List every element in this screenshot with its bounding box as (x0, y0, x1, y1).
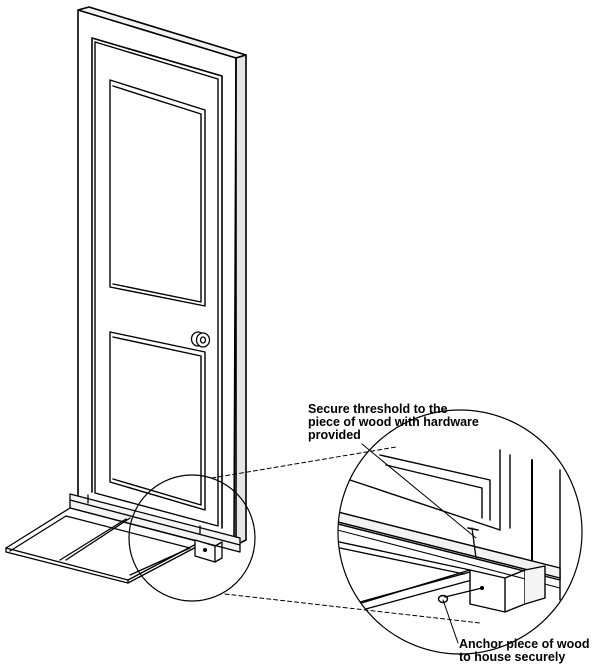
callout-leaders (361, 443, 477, 644)
callout-line: piece of wood with hardware (308, 415, 479, 429)
anchor-wood-block (194, 539, 223, 563)
detail-view (337, 409, 583, 655)
threshold-ramp (5, 507, 201, 584)
upper-door-panel (109, 79, 206, 307)
magnifier-connector-lines (211, 446, 481, 624)
callout-line: to house securely (459, 650, 566, 664)
anchor-callout-label: Anchor piece of wood to house securely (459, 638, 590, 664)
magnifier-circle (128, 474, 256, 602)
callout-line: Anchor piece of wood (459, 637, 590, 651)
door-frame (77, 6, 247, 546)
callout-line: provided (308, 428, 361, 442)
lower-door-panel (109, 331, 206, 511)
door-sill (69, 493, 241, 553)
door-slab (94, 41, 219, 527)
threshold-callout-label: Secure threshold to the piece of wood wi… (308, 403, 479, 442)
doorknob (190, 331, 211, 348)
callout-line: Secure threshold to the (308, 402, 448, 416)
